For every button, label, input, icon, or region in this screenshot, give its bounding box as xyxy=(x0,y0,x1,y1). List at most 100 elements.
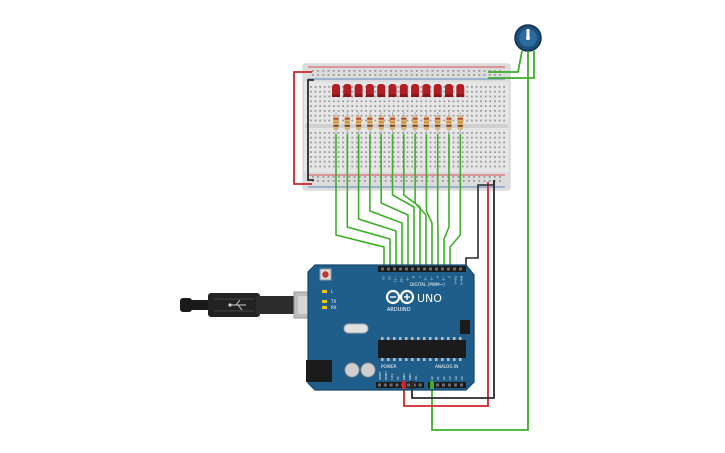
rx-label: RX xyxy=(331,305,337,310)
center-channel xyxy=(305,124,508,128)
wire-green-signal-3[interactable] xyxy=(357,134,397,268)
led-3[interactable] xyxy=(354,84,363,97)
power-pin-label: GND xyxy=(402,374,406,380)
analog-header xyxy=(428,382,466,388)
power-pin-label: 5V xyxy=(396,376,400,380)
breadboard-holes xyxy=(310,70,505,182)
wire-green-signal-7[interactable] xyxy=(402,134,421,268)
digital-pin-label: ~6 xyxy=(424,276,428,281)
power-header xyxy=(376,382,424,388)
brand-label: ARDUINO xyxy=(387,307,411,313)
led-2[interactable] xyxy=(343,84,352,97)
led-row xyxy=(332,84,465,97)
digital-pin-label: 13 xyxy=(382,276,386,280)
led-7[interactable] xyxy=(399,84,408,97)
analog-pin-label: A2 xyxy=(442,376,446,380)
analog-pin-label: A0 xyxy=(430,376,434,380)
wire-end-5v xyxy=(402,381,406,389)
power-jack[interactable] xyxy=(306,360,332,382)
digital-pin-label: 7 xyxy=(418,276,422,278)
l-led xyxy=(322,290,327,293)
wire-green-signal-1[interactable] xyxy=(335,134,385,268)
wire-red-left-rail[interactable] xyxy=(293,71,312,185)
analog-label: ANALOG IN xyxy=(435,364,458,369)
capacitor-2 xyxy=(360,362,376,378)
analog-pin-label: A1 xyxy=(436,376,440,380)
resistor-11[interactable] xyxy=(446,112,452,134)
bottom-pin-holes xyxy=(378,383,463,387)
wire-end-a0 xyxy=(430,381,434,389)
wire-green-signal-4[interactable] xyxy=(369,134,403,268)
atmega-chip xyxy=(378,340,466,358)
power-pin-label: GND xyxy=(408,374,412,380)
wire-end-gnd xyxy=(410,381,414,389)
analog-pin-label: A5 xyxy=(460,376,464,380)
l-label: L xyxy=(331,289,334,294)
resistor-7[interactable] xyxy=(401,112,407,134)
led-12[interactable] xyxy=(456,84,465,97)
led-10[interactable] xyxy=(433,84,442,97)
resistor-8[interactable] xyxy=(412,112,418,134)
wire-green-signal-6[interactable] xyxy=(391,134,415,268)
wire-green-pot-2[interactable] xyxy=(488,51,535,79)
resistor-9[interactable] xyxy=(423,112,429,134)
wire-green-pot-wiper[interactable] xyxy=(431,51,529,431)
led-8[interactable] xyxy=(411,84,420,97)
icsp-header xyxy=(460,320,470,334)
potentiometer[interactable] xyxy=(514,24,542,52)
digital-pin-label: ~3 xyxy=(442,276,446,281)
chip-pins xyxy=(381,337,462,361)
led-5[interactable] xyxy=(377,84,386,97)
led-signal-wires xyxy=(335,134,462,268)
wire-black-gnd-top[interactable] xyxy=(465,180,495,270)
resistor-2[interactable] xyxy=(344,112,350,134)
capacitor-1 xyxy=(344,362,360,378)
led-4[interactable] xyxy=(365,84,374,97)
digital-pin-label: ~9 xyxy=(406,276,410,281)
power-label: POWER xyxy=(381,364,397,369)
wire-green-signal-12[interactable] xyxy=(449,134,462,268)
wire-green-pot-1[interactable] xyxy=(488,50,523,73)
wire-green-signal-11[interactable] xyxy=(443,134,450,268)
resistor-6[interactable] xyxy=(389,112,396,134)
digital-pin-label: 2 xyxy=(448,276,452,278)
led-6[interactable] xyxy=(388,84,397,97)
digital-pin-holes xyxy=(381,267,462,271)
wire-green-signal-8[interactable] xyxy=(414,134,427,268)
analog-pin-label: A4 xyxy=(454,376,458,380)
wire-green-signal-9[interactable] xyxy=(425,134,433,268)
led-1[interactable] xyxy=(332,84,340,97)
wire-green-signal-2[interactable] xyxy=(346,134,391,268)
resistor-1[interactable] xyxy=(333,112,339,134)
led-11[interactable] xyxy=(445,84,453,97)
resistor-10[interactable] xyxy=(435,112,441,134)
resistor-3[interactable] xyxy=(356,112,362,134)
digital-pin-label: ~5 xyxy=(430,276,434,281)
arduino-logo-icon xyxy=(385,289,415,305)
resistor-12[interactable] xyxy=(457,112,463,134)
resistor-4[interactable] xyxy=(367,112,373,134)
digital-pin-label: ~11 xyxy=(394,276,398,282)
digital-pin-label: 8 xyxy=(412,276,416,278)
digital-header xyxy=(378,266,466,272)
power-pin-label: 3.3V xyxy=(390,374,394,380)
reset-button[interactable] xyxy=(319,268,332,281)
power-pin-label: RESET xyxy=(384,371,388,380)
wires xyxy=(293,50,535,431)
rx-led xyxy=(322,306,327,309)
digital-pin-label: TX→1 xyxy=(454,275,458,284)
digital-pin-label: 12 xyxy=(388,276,392,280)
led-9[interactable] xyxy=(422,84,431,97)
power-pin-label: Vin xyxy=(414,375,418,380)
resistor-5[interactable] xyxy=(378,112,384,134)
digital-pin-label: ~10 xyxy=(400,276,404,282)
power-pin-label: IOREF xyxy=(378,371,382,380)
wire-black-left-rail[interactable] xyxy=(307,79,314,181)
wire-green-signal-5[interactable] xyxy=(380,134,409,268)
digital-pin-label: RX←0 xyxy=(460,276,464,285)
